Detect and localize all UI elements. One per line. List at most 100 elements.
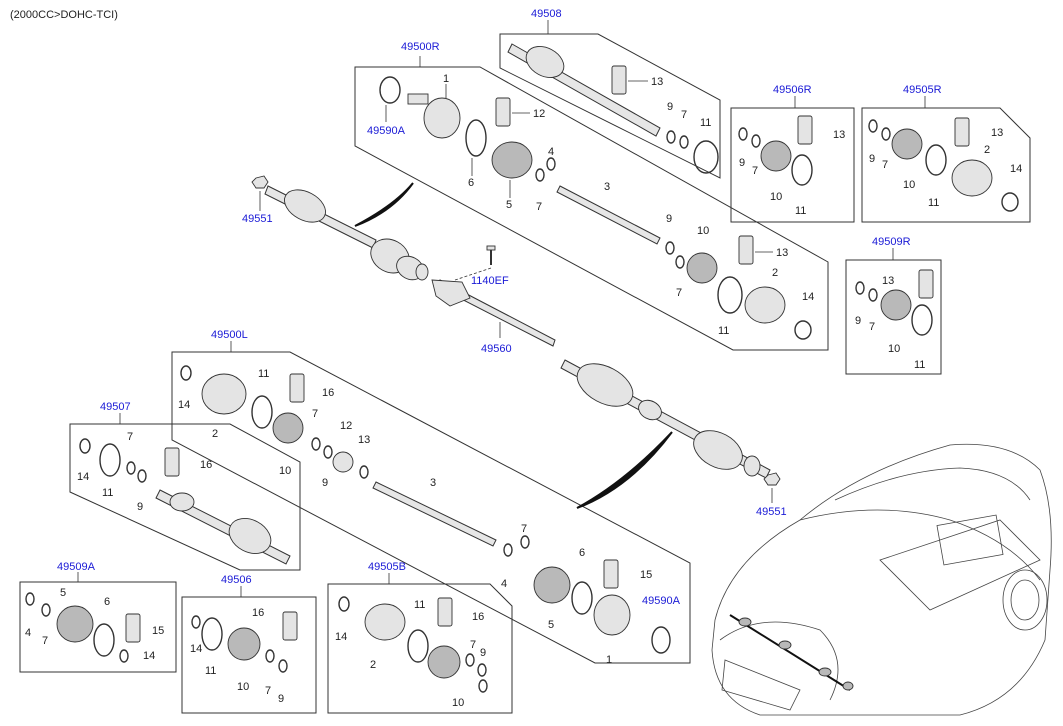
assembly-49505R[interactable]: 49505R [903, 84, 942, 96]
49505B-parts: 14 2 11 16 10 7 9 [335, 596, 488, 709]
label-part-10-49509R: 10 [888, 343, 900, 355]
49508-parts: 13 9 7 11 [507, 43, 719, 174]
label-part-9-49505B: 9 [480, 647, 486, 659]
label-part-13-49500L: 13 [358, 434, 370, 446]
label-part-7-49506R: 7 [752, 165, 758, 177]
label-part-16-49507: 16 [200, 459, 212, 471]
label-part-9-49508: 9 [667, 101, 673, 113]
label-part-16-49500L: 16 [322, 387, 334, 399]
assembly-49508[interactable]: 49508 [531, 8, 562, 20]
49500L-parts: 14 2 11 16 10 7 9 12 13 3 4 7 5 6 15 1 4… [178, 365, 681, 666]
label-part-6-49509A: 6 [104, 596, 110, 608]
box-49506 [181, 596, 317, 714]
assembly-49507[interactable]: 49507 [100, 401, 131, 413]
ref-1140ef[interactable]: 1140EF [471, 275, 509, 287]
assembly-49509R[interactable]: 49509R [872, 236, 911, 248]
label-part-13-49509R: 13 [882, 275, 894, 287]
label-part-7-49505B: 7 [470, 639, 476, 651]
label-part-14-49505R: 14 [1010, 163, 1022, 175]
49505R-parts: 9 7 10 11 13 2 14 [868, 117, 1022, 212]
label-part-6-49500L: 6 [579, 547, 585, 559]
label-part-15-49509A: 15 [152, 625, 164, 637]
label-part-11-49506: 11 [205, 665, 216, 677]
label-part-4-49500R: 4 [548, 146, 554, 158]
assembly-49500R[interactable]: 49500R [401, 41, 440, 53]
label-part-2-49500L: 2 [212, 428, 218, 440]
ref-49551-right[interactable]: 49551 [756, 506, 787, 518]
assembly-49506R[interactable]: 49506R [773, 84, 812, 96]
label-part-12-49500L: 12 [340, 420, 352, 432]
left-drive-shaft [560, 359, 771, 479]
box-49507 [69, 423, 301, 571]
label-part-10-49505B: 10 [452, 697, 464, 709]
assembly-49506[interactable]: 49506 [221, 574, 252, 586]
label-part-14-49500R: 14 [802, 291, 814, 303]
label-part-14-49506: 14 [190, 643, 202, 655]
label-part-9-49507: 9 [137, 501, 143, 513]
label-part-4-49500L: 4 [501, 578, 507, 590]
label-part-7b-49500L: 7 [521, 523, 527, 535]
label-part-2-49505R: 2 [984, 144, 990, 156]
label-part-10-49500R: 10 [697, 225, 709, 237]
box-49505R [861, 107, 1031, 223]
label-part-7-49509A: 7 [42, 635, 48, 647]
label-part-7-49500L: 7 [312, 408, 318, 420]
label-part-13-49508: 13 [651, 76, 663, 88]
label-part-9-49500R: 9 [666, 213, 672, 225]
box-49505B [327, 583, 513, 714]
49507-parts: 14 11 7 9 16 [77, 431, 291, 565]
label-part-11-49500R: 11 [718, 325, 729, 337]
label-part-7-49508: 7 [681, 109, 687, 121]
49509A-parts: 4 7 5 6 15 14 [25, 587, 164, 663]
label-part-2-49505B: 2 [370, 659, 376, 671]
label-part-11-49500L: 11 [258, 368, 269, 380]
bolt-1140ef [486, 245, 496, 265]
label-part-14-49505B: 14 [335, 631, 347, 643]
label-part-13-49505R: 13 [991, 127, 1003, 139]
label-part-13-49506R: 13 [833, 129, 845, 141]
nut-49551-right [763, 472, 781, 486]
assembly-49509A[interactable]: 49509A [57, 561, 96, 573]
box-49506R [730, 107, 855, 223]
label-part-11-49505R: 11 [928, 197, 939, 209]
label-part-5-49509A: 5 [60, 587, 66, 599]
label-part-9-49500L: 9 [322, 477, 328, 489]
ref-49590a-top[interactable]: 49590A [367, 125, 406, 137]
box-49500L [171, 351, 691, 664]
label-part-10-49506: 10 [237, 681, 249, 693]
ref-49551-left[interactable]: 49551 [242, 213, 273, 225]
diagram-title: (2000CC>DOHC-TCI) [10, 9, 118, 21]
right-drive-shaft [264, 185, 429, 281]
label-part-5-49500L: 5 [548, 619, 554, 631]
ref-49560[interactable]: 49560 [481, 343, 512, 355]
assembly-49505B[interactable]: 49505B [368, 561, 406, 573]
label-part-2-49500R: 2 [772, 267, 778, 279]
label-part-5-49500R: 5 [506, 199, 512, 211]
label-part-9-49505R: 9 [869, 153, 875, 165]
label-part-14-49500L: 14 [178, 399, 190, 411]
label-part-12-49500R: 12 [533, 108, 545, 120]
label-part-7-49507: 7 [127, 431, 133, 443]
intermediate-shaft-49560 [431, 279, 556, 347]
label-part-3-49500L: 3 [430, 477, 436, 489]
box-49500R [354, 66, 829, 351]
label-part-16-49506: 16 [252, 607, 264, 619]
box-49509A [19, 581, 177, 673]
label-part-11-49507: 11 [102, 487, 113, 499]
label-part-1-49500L: 1 [606, 654, 612, 666]
49506R-parts: 9 7 10 13 11 [738, 115, 845, 217]
vehicle-illustration [711, 443, 1052, 716]
label-part-7-49505R: 7 [882, 159, 888, 171]
assembly-49500L[interactable]: 49500L [211, 329, 248, 341]
label-part-7-49506: 7 [265, 685, 271, 697]
label-part-9-49506: 9 [278, 693, 284, 705]
ref-49590a-bottom[interactable]: 49590A [642, 595, 681, 607]
label-part-11-49509R: 11 [914, 359, 925, 371]
label-part-6-49500R: 6 [468, 177, 474, 189]
label-part-7-49509R: 7 [869, 321, 875, 333]
label-part-14-49507: 14 [77, 471, 89, 483]
49506-parts: 14 11 10 16 7 9 [190, 607, 298, 705]
label-part-10-49506R: 10 [770, 191, 782, 203]
